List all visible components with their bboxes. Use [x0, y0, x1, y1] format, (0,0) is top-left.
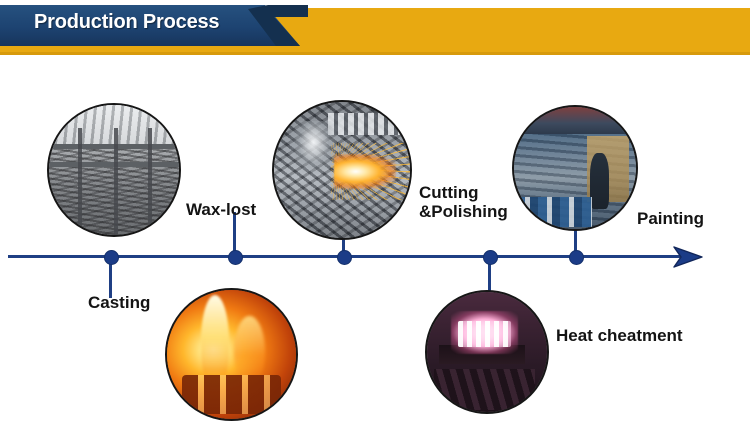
photo-detail-window [328, 112, 405, 135]
stem-heat-treatment [487, 256, 491, 298]
photo-detail-post [114, 128, 118, 235]
photo-painting-image [514, 107, 636, 229]
photo-detail-worker [290, 121, 337, 176]
banner-gold-edge [0, 52, 750, 55]
photo-cutting-polishing[interactable] [272, 100, 412, 240]
stem-painting [573, 212, 577, 258]
step-label-painting: Painting [637, 209, 705, 228]
photo-detail-flame [234, 315, 266, 387]
stem-casting [108, 256, 112, 298]
step-label-cutting-polishing: Cutting &Polishing [419, 183, 508, 222]
timeline-node-painting[interactable] [568, 249, 584, 265]
photo-heat-treatment-image [427, 292, 547, 412]
photo-detail-flame [200, 295, 229, 389]
timeline-node-cutting-polishing[interactable] [336, 249, 352, 265]
timeline-node-wax-lost[interactable] [227, 249, 243, 265]
photo-detail-worker [589, 153, 610, 210]
photo-cutting-polishing-image [274, 102, 410, 238]
photo-detail-hot-load [458, 320, 511, 348]
page-title: Production Process [34, 11, 220, 33]
photo-detail-ceiling [514, 107, 636, 134]
banner-navy-shape [0, 5, 300, 46]
photo-wax-lost-image [49, 105, 179, 235]
photo-detail-spark-flash [333, 153, 397, 190]
photo-detail-containers [516, 197, 593, 227]
step-label-wax-lost: Wax-lost [186, 200, 257, 219]
photo-heat-treatment[interactable] [425, 290, 549, 414]
photo-detail-post [77, 128, 82, 235]
step-label-heat-treatment: Heat cheatment [556, 326, 683, 345]
photo-detail-post [147, 128, 152, 235]
photo-casting[interactable] [165, 288, 298, 421]
timeline-node-heat-treatment[interactable] [482, 249, 498, 265]
timeline-node-casting[interactable] [103, 249, 119, 265]
photo-detail-molds [182, 375, 281, 414]
stem-wax-lost [232, 212, 236, 258]
arrow-right-icon [672, 243, 712, 271]
photo-painting[interactable] [512, 105, 638, 231]
header-banner: Production Process [0, 0, 750, 60]
photo-detail-machinery [434, 368, 535, 410]
photo-wax-lost[interactable] [47, 103, 181, 237]
photo-casting-image [167, 290, 296, 419]
step-label-casting: Casting [88, 293, 151, 312]
